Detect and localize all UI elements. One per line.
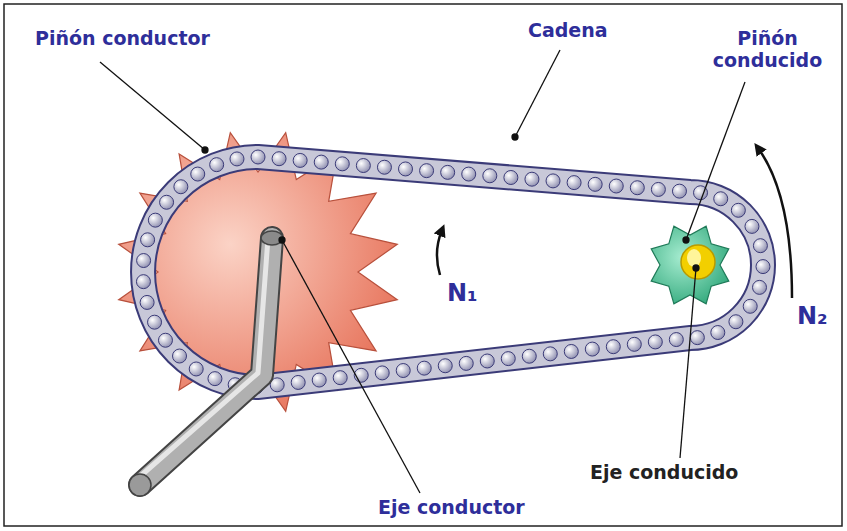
frame — [4, 4, 842, 526]
chain-roller — [293, 153, 307, 167]
chain-roller — [356, 159, 370, 173]
chain-roller — [210, 158, 224, 172]
rotation-arrows — [437, 148, 792, 298]
chain-roller — [711, 326, 725, 340]
part-label: Piñón conducido — [700, 28, 835, 72]
chain-roller — [609, 179, 623, 193]
chain-roller — [459, 356, 473, 370]
chain-roller — [462, 167, 476, 181]
chain-roller — [648, 335, 662, 349]
crank — [129, 231, 283, 496]
chain-roller — [669, 333, 683, 347]
chain-roller — [753, 239, 767, 253]
chain-roller — [714, 192, 728, 206]
chain-roller — [729, 315, 743, 329]
chain-roller — [399, 162, 413, 176]
chain-roller — [483, 169, 497, 183]
chain-roller — [567, 176, 581, 190]
chain-roller — [420, 164, 434, 178]
chain-roller — [501, 352, 515, 366]
chain — [136, 150, 770, 394]
part-label: Cadena — [528, 20, 608, 42]
driven-shaft — [681, 245, 715, 279]
chain-roller — [396, 364, 410, 378]
chain-roller — [417, 361, 431, 375]
chain-roller — [377, 160, 391, 174]
chain-roller — [291, 375, 305, 389]
chain-roller — [148, 315, 162, 329]
chain-roller — [546, 174, 560, 188]
chain-roller — [504, 170, 518, 184]
chain-roller — [375, 366, 389, 380]
chain-roller — [191, 167, 205, 181]
part-label: Eje conducido — [590, 462, 738, 484]
chain-roller — [314, 155, 328, 169]
chain-roller — [173, 349, 187, 363]
chain-roller — [756, 260, 770, 274]
speed-label: N₁ — [447, 280, 478, 308]
chain-roller — [312, 373, 326, 387]
chain-roller — [585, 342, 599, 356]
leader-lines — [100, 50, 745, 493]
chain-roller — [148, 213, 162, 227]
chain-roller — [651, 182, 665, 196]
chain-roller — [588, 177, 602, 191]
chain-roller — [189, 362, 203, 376]
chain-roller — [627, 337, 641, 351]
chain-roller — [753, 280, 767, 294]
chain-roller — [251, 150, 265, 164]
chain-roller — [333, 371, 347, 385]
chain-roller — [690, 331, 704, 345]
part-label: Piñón conductor — [35, 28, 210, 50]
chain-roller — [137, 254, 151, 268]
chain-roller — [230, 152, 244, 166]
chain-roller — [743, 299, 757, 313]
chain-roller — [158, 333, 172, 347]
chain-roller — [335, 157, 349, 171]
chain-roller — [731, 203, 745, 217]
chain-roller — [272, 152, 286, 166]
chain-roller — [543, 347, 557, 361]
chain-roller — [480, 354, 494, 368]
chain-roller — [525, 172, 539, 186]
chain-roller — [208, 372, 222, 386]
chain-roller — [141, 233, 155, 247]
chain-roller — [745, 219, 759, 233]
chain-roller — [136, 275, 150, 289]
driven-sprocket — [651, 226, 729, 304]
chain-roller — [606, 340, 620, 354]
chain-roller — [630, 181, 644, 195]
chain-roller — [672, 184, 686, 198]
chain-roller — [441, 165, 455, 179]
chain-roller — [140, 295, 154, 309]
chain-roller — [174, 180, 188, 194]
chain-roller — [564, 344, 578, 358]
part-label: Eje conductor — [378, 497, 525, 519]
chain-roller — [438, 359, 452, 373]
chain-roller — [160, 195, 174, 209]
speed-label: N₂ — [797, 303, 828, 331]
chain-roller — [522, 349, 536, 363]
